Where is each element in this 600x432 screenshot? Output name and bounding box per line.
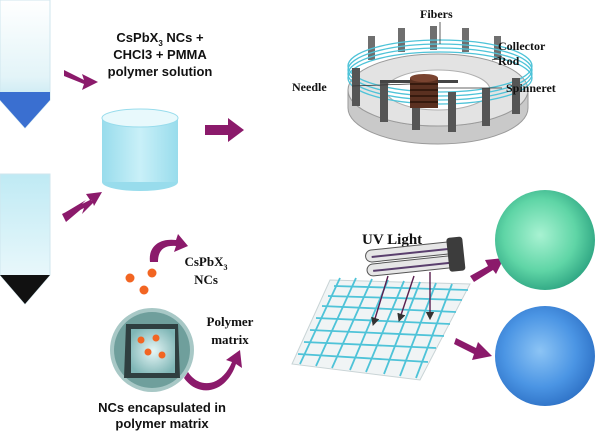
polymer-matrix-line1: Polymer <box>207 314 254 329</box>
curved-arrow-icon <box>184 350 242 391</box>
arrow-right-icon <box>454 338 492 360</box>
needle-label: Needle <box>292 80 327 94</box>
test-tube-bottom <box>0 173 51 305</box>
curved-arrow-icon <box>149 234 188 262</box>
fiber-mesh <box>291 277 471 381</box>
rod-label: Rod <box>498 54 520 68</box>
electrospinning-setup <box>347 26 533 145</box>
spinneret-label: Spinneret <box>506 81 556 95</box>
solution-label-line2: CHCl3 + PMMA <box>113 47 207 62</box>
collector-label: Collector <box>498 39 546 53</box>
uv-lamp-icon <box>365 236 466 277</box>
test-tube-top <box>0 0 51 129</box>
fibers-label: Fibers <box>420 7 453 21</box>
polymer-solution-vial <box>101 108 179 191</box>
blue-emission-disk <box>495 306 595 406</box>
polymer-matrix-line2: matrix <box>211 332 249 347</box>
encapsulated-label-line1: NCs encapsulated in <box>98 400 226 415</box>
nc-label-line1: CsPbX3 <box>184 254 227 272</box>
arrow-right-icon <box>62 192 102 222</box>
arrow-right-icon <box>470 258 504 282</box>
arrow-right-icon <box>64 70 98 90</box>
encapsulation-illustration <box>110 308 194 392</box>
arrow-right-icon <box>205 118 244 142</box>
nanocrystals <box>125 268 157 295</box>
encapsulated-label-line2: polymer matrix <box>115 416 209 431</box>
nc-label-line2: NCs <box>194 272 218 287</box>
solution-label-line3: polymer solution <box>108 64 213 79</box>
solution-label-line1: CsPbX3 NCs + <box>116 30 204 48</box>
uv-light-label: UV Light <box>362 232 422 248</box>
green-emission-disk <box>495 190 595 290</box>
